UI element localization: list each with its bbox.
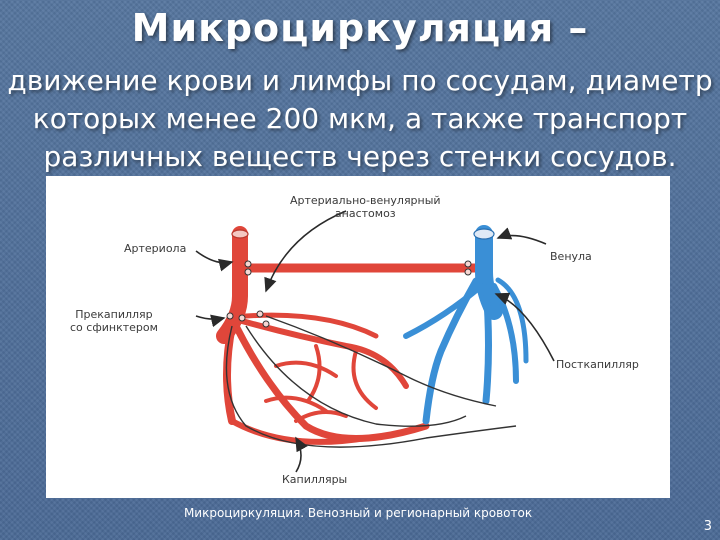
- page-number: 3: [703, 519, 712, 534]
- figure-caption: Микроциркуляция. Венозный и регионарный …: [183, 506, 533, 520]
- arterial-capillary: [294, 410, 348, 423]
- sphincter-rings: [226, 260, 472, 328]
- subtitle-line: различных веществ через стенки сосудов.: [43, 140, 677, 173]
- arterial-capillary: [306, 344, 322, 403]
- microcirculation-diagram: Артериально-венулярный анастомоз Артерио…: [46, 176, 670, 498]
- label-capillaries: Капилляры: [282, 473, 348, 486]
- label-arteriole: Артериола: [124, 242, 187, 255]
- arterial-branch: [229, 418, 369, 445]
- label-postcapillary: Посткапилляр: [556, 358, 639, 371]
- label-arrows: [195, 210, 555, 473]
- arterial-branch: [232, 322, 430, 442]
- arrow-arteriole: [195, 250, 234, 272]
- label-precapillary-line2: со сфинктером: [70, 321, 158, 334]
- slide-title: Микроциркуляция –: [131, 6, 589, 50]
- arterial-branch: [243, 312, 379, 339]
- subtitle-line: которых менее 200 мкм, а также транспорт: [32, 102, 688, 135]
- arteriole-opening: [231, 229, 249, 239]
- subtitle-line: движение крови и лимфы по сосудам, диаме…: [7, 64, 713, 97]
- venule-opening: [473, 228, 495, 240]
- arteriole-vessel: [216, 226, 248, 344]
- arterial-vessels: [216, 226, 481, 445]
- arrow-anastomosis: [264, 210, 347, 293]
- label-anastomosis-line2: анастомоз: [334, 207, 396, 220]
- arterial-capillary: [351, 349, 378, 410]
- label-precapillary-line1: Прекапилляр: [75, 308, 153, 321]
- vessel-network-illustration: [195, 210, 555, 473]
- arrow-postcapillary: [494, 292, 555, 362]
- venous-vessels: [403, 225, 529, 425]
- arterial-capillary: [274, 360, 338, 378]
- arterial-branch: [239, 318, 409, 389]
- arrow-capillaries: [295, 436, 308, 473]
- arrow-venule: [496, 227, 547, 245]
- venous-branch: [403, 283, 484, 339]
- label-anastomosis: Артериально-венулярный анастомоз: [290, 194, 441, 220]
- capillary-outlines: [225, 315, 517, 448]
- label-venule: Венула: [550, 250, 592, 263]
- arterial-capillary: [264, 395, 328, 413]
- slide-subtitle: движение крови и лимфы по сосудам, диаме…: [0, 62, 720, 176]
- label-precapillary: Прекапилляр со сфинктером: [70, 308, 158, 334]
- venous-branch: [495, 277, 529, 364]
- venous-branch: [482, 284, 492, 405]
- label-anastomosis-line1: Артериально-венулярный: [290, 194, 441, 207]
- arrow-precapillary: [195, 314, 226, 328]
